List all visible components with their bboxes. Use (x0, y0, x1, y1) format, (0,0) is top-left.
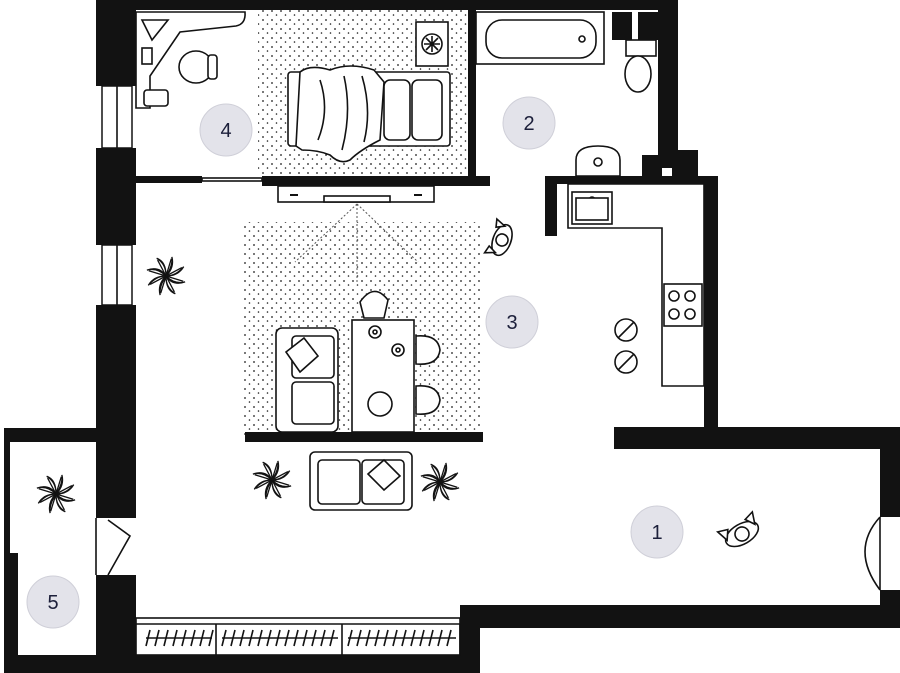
plant-lower-right (420, 462, 460, 502)
room-badge-3: 3 (485, 295, 539, 349)
plant-balcony (36, 474, 76, 514)
balcony-door (95, 518, 132, 576)
room-badge-2: 2 (502, 96, 556, 150)
room-label-2: 2 (523, 113, 534, 135)
tv-unit (277, 185, 435, 282)
room-label-4: 4 (220, 120, 231, 142)
dining-table (351, 319, 415, 433)
dining-chairs (359, 290, 441, 416)
room-badge-1: 1 (630, 505, 684, 559)
plant-lower-left (252, 460, 292, 500)
bar-stools (614, 318, 638, 374)
room-label-1: 1 (651, 522, 662, 544)
room-label-5: 5 (47, 592, 58, 614)
bottom-window (135, 617, 461, 656)
bathtub (475, 11, 605, 65)
nightstand (415, 21, 449, 67)
toilet (624, 39, 657, 93)
bed (287, 65, 451, 163)
bathroom-sink (575, 145, 621, 177)
sofa-lower (309, 451, 413, 511)
room-badge-4: 4 (199, 103, 253, 157)
sofa-upper (275, 327, 339, 433)
kitchen-counter (567, 183, 705, 387)
desk (135, 11, 246, 109)
plant-living-left (146, 256, 186, 296)
room-badge-5: 5 (26, 575, 80, 629)
room-label-3: 3 (506, 312, 517, 334)
person-living (483, 217, 513, 257)
entrance-door (864, 516, 881, 591)
person-hall (715, 510, 760, 548)
walls (4, 0, 900, 673)
